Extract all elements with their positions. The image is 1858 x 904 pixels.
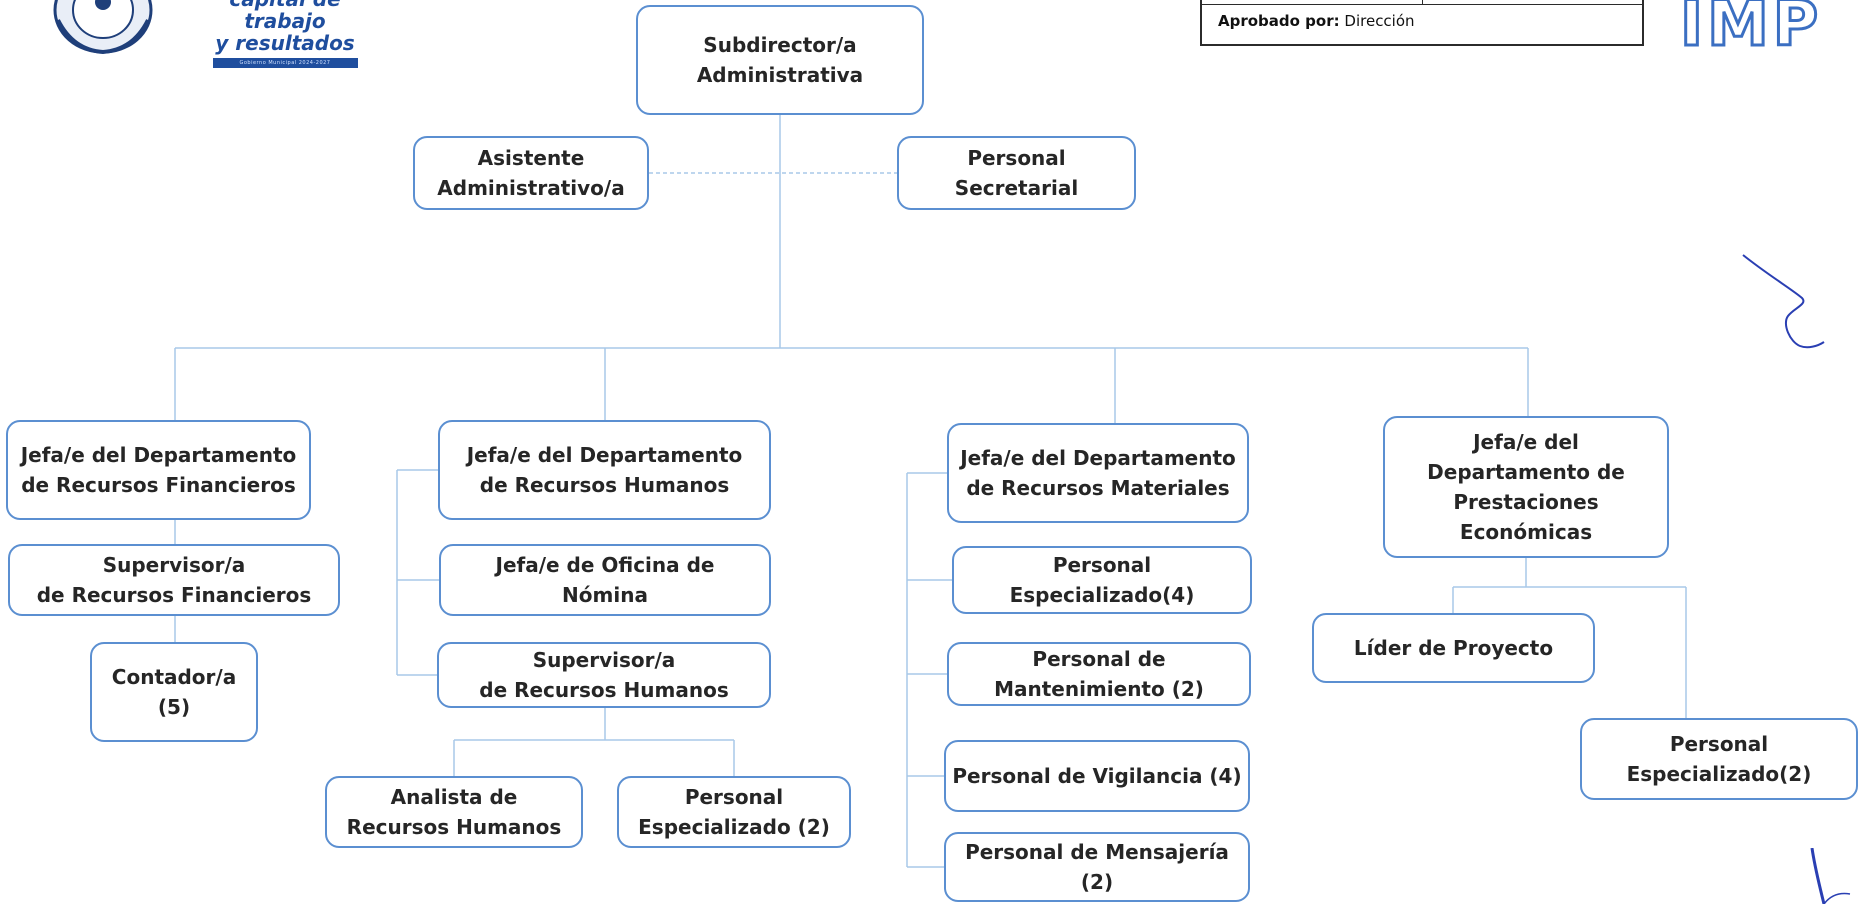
org-node-personal-secretarial: Personal Secretarial [897,136,1136,210]
org-node-label: Personal Especializado(4) [1009,553,1195,607]
slogan-logo: capital de trabajo y resultados Gobierno… [195,0,375,68]
org-node-label: Asistente Administrativo/a [437,146,625,200]
org-node-subdirector: Subdirector/a Administrativa [636,5,924,115]
org-node-label: Personal de Mantenimiento (2) [994,647,1204,701]
approval-row: Aprobado por: Dirección [1218,12,1415,30]
approval-divider [1202,4,1642,5]
org-node-label: Contador/a (5) [111,665,237,719]
org-node-label: Personal de Vigilancia (4) [952,764,1242,788]
org-node-lider-proyecto: Líder de Proyecto [1312,613,1595,683]
org-node-personal-especializado-rh: Personal Especializado (2) [617,776,851,848]
org-node-personal-especializado-rm: Personal Especializado(4) [952,546,1252,614]
approval-value: Dirección [1344,12,1415,30]
org-node-asistente-administrativo: Asistente Administrativo/a [413,136,649,210]
org-node-label: Personal Especializado(2) [1626,732,1812,786]
slogan-line-2: y resultados [215,31,355,55]
slogan-line-1: capital de trabajo [229,0,340,33]
org-node-label: Personal Especializado (2) [638,785,830,839]
org-node-label: Personal de Mensajería (2) [965,840,1229,894]
org-node-label: Subdirector/a Administrativa [696,33,864,87]
approval-table: Aprobado por: Dirección [1200,0,1644,46]
municipal-seal-logo [53,0,153,55]
brand-logo: IMP [1678,0,1823,60]
org-node-label: Jefa/e del Departamento de Recursos Mate… [960,446,1236,500]
org-node-supervisor-recursos-humanos: Supervisor/a de Recursos Humanos [437,642,771,708]
org-node-supervisor-recursos-financieros: Supervisor/a de Recursos Financieros [8,544,340,616]
org-node-label: Jefa/e del Departamento de Recursos Fina… [20,443,297,497]
org-node-personal-mantenimiento: Personal de Mantenimiento (2) [947,642,1251,706]
org-node-jefa-recursos-materiales: Jefa/e del Departamento de Recursos Mate… [947,423,1249,523]
approval-column-divider [1422,0,1423,4]
org-node-analista-recursos-humanos: Analista de Recursos Humanos [325,776,583,848]
org-node-label: Supervisor/a de Recursos Financieros [36,553,312,607]
slogan-strip: Gobierno Municipal 2024-2027 [212,58,358,68]
org-node-personal-vigilancia: Personal de Vigilancia (4) [944,740,1250,812]
org-node-jefa-recursos-humanos: Jefa/e del Departamento de Recursos Huma… [438,420,771,520]
org-node-label: Supervisor/a de Recursos Humanos [479,648,729,702]
org-node-label: Personal Secretarial [954,146,1079,200]
org-node-jefa-oficina-nomina: Jefa/e de Oficina de Nómina [439,544,771,616]
org-node-label: Líder de Proyecto [1353,636,1554,660]
org-node-jefa-recursos-financieros: Jefa/e del Departamento de Recursos Fina… [6,420,311,520]
org-node-personal-mensajeria: Personal de Mensajería (2) [944,832,1250,902]
org-node-label: Jefa/e de Oficina de Nómina [495,553,715,607]
org-node-label: Analista de Recursos Humanos [346,785,562,839]
org-node-label: Jefa/e del Departamento de Recursos Huma… [466,443,743,497]
org-node-label: Jefa/e del Departamento de Prestaciones … [1427,430,1625,544]
handwritten-mark [1810,848,1851,904]
org-node-contador: Contador/a (5) [90,642,258,742]
org-node-jefa-prestaciones-economicas: Jefa/e del Departamento de Prestaciones … [1383,416,1669,558]
handwritten-signature [1742,254,1825,349]
approval-label: Aprobado por: [1218,12,1340,30]
org-node-personal-especializado-pe: Personal Especializado(2) [1580,718,1858,800]
